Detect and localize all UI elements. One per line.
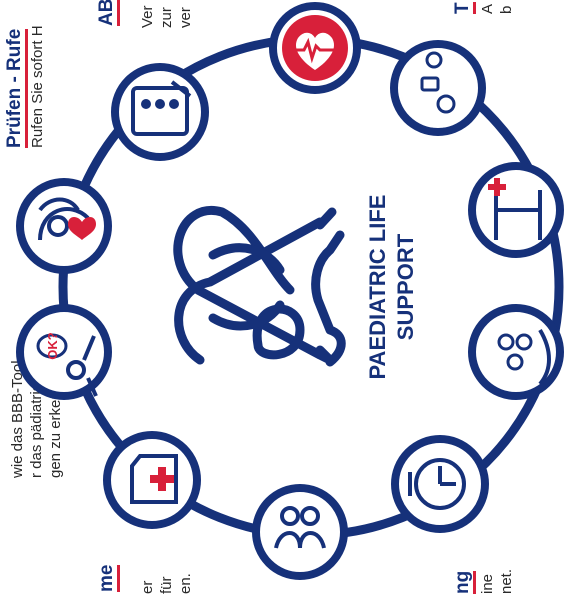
node-ok-check: OK?: [16, 304, 112, 400]
ok-bubble-text: OK?: [45, 332, 60, 360]
bed-icon: [494, 190, 542, 240]
chat-icon: [420, 76, 440, 92]
center-title-line2: SUPPORT: [393, 233, 418, 340]
speech-bubble-icon: [36, 333, 68, 359]
node-team-handoff: [468, 304, 564, 400]
folder-icon: [130, 454, 178, 504]
medical-cross-icon: [488, 178, 506, 196]
person-icon: [280, 506, 300, 526]
heart-icon: [68, 216, 96, 240]
heart-hands-icon: [173, 205, 346, 367]
node-medical-folder: [103, 431, 201, 529]
node-people-group: [252, 484, 348, 580]
node-consultation: [390, 40, 486, 136]
team-icon: [497, 333, 515, 351]
clipboard-icon: [131, 86, 189, 136]
center-title: PAEDIATRIC LIFE SUPPORT: [365, 195, 418, 380]
stopwatch-icon: [414, 458, 466, 510]
infant-icon: [38, 197, 90, 241]
node-clipboard-abc: [111, 63, 209, 161]
node-hospital-bed: [468, 162, 564, 258]
node-heart-monitor: [269, 2, 361, 94]
center-title-line1: PAEDIATRIC LIFE: [365, 195, 390, 380]
node-stopwatch: [391, 435, 489, 533]
node-infant-chest: [16, 178, 112, 274]
medical-cross-icon: [150, 467, 174, 491]
